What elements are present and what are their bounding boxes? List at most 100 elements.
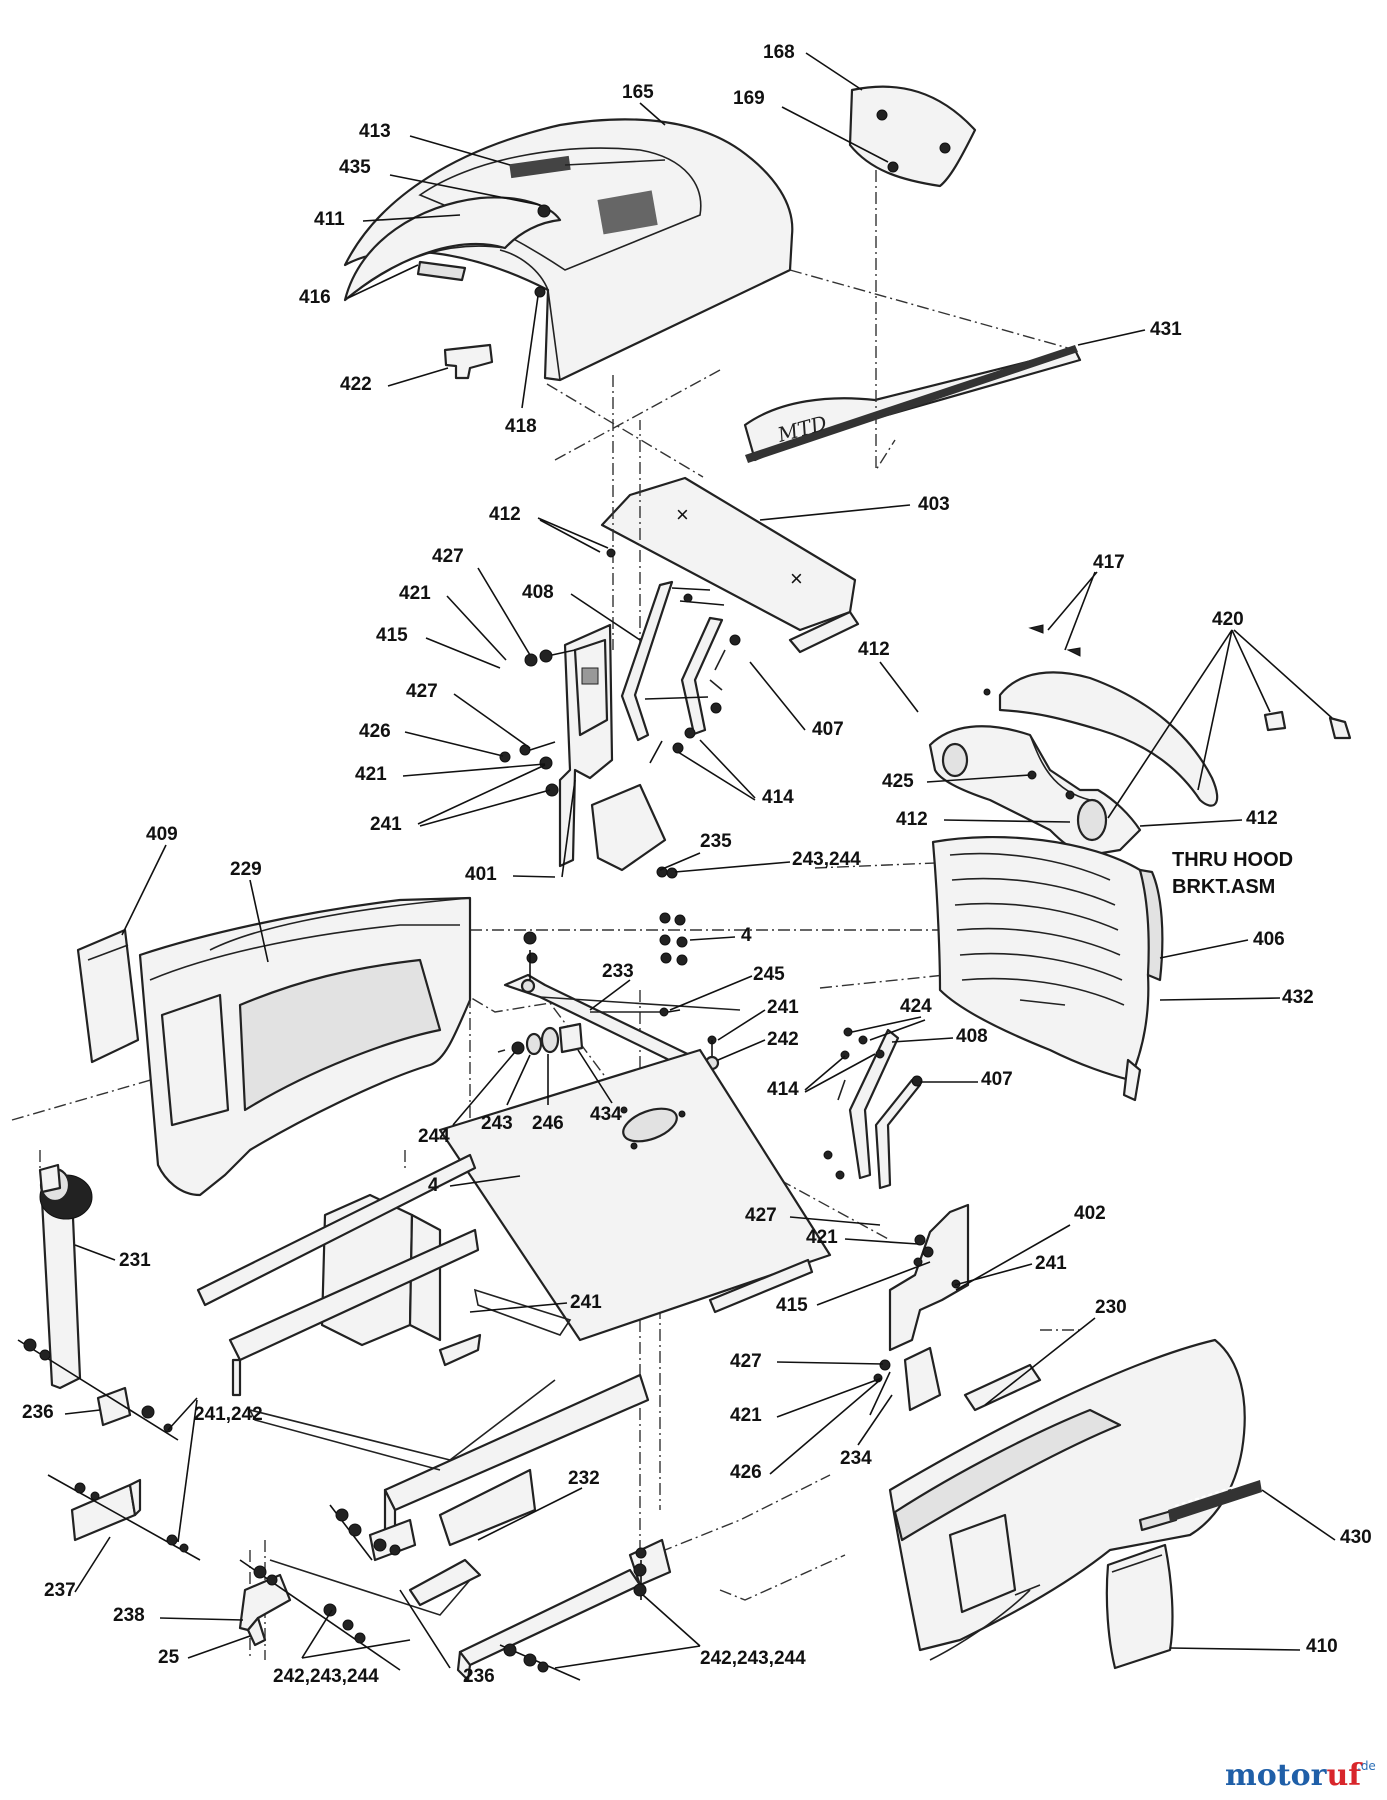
part-label-233: 233 [602, 961, 634, 982]
screw-169 [887, 161, 899, 173]
part-label-234: 234 [840, 1448, 872, 1469]
hood-165 [343, 118, 794, 382]
hardware-right [823, 1027, 923, 1180]
part-label-415a: 415 [376, 625, 408, 646]
part-label-243a: 243 [481, 1113, 513, 1134]
watermark-brand-part2: uf [1326, 1758, 1363, 1793]
part-label-241a: 241 [370, 814, 402, 835]
part-label-420: 420 [1212, 609, 1244, 630]
part-label-432: 432 [1282, 987, 1314, 1008]
part-label-25: 25 [158, 1647, 180, 1668]
part-label-242_243_244a: 242,243,244 [273, 1666, 379, 1687]
note-line-2: BRKT.ASM [1172, 876, 1275, 898]
part-label-246: 246 [532, 1113, 564, 1134]
part-label-418: 418 [505, 416, 537, 437]
watermark-logo: motoruf .de [1225, 1758, 1376, 1793]
bracket-236 [17, 1338, 179, 1441]
part-label-245: 245 [753, 964, 785, 985]
part-label-236a: 236 [22, 1402, 54, 1423]
part-label-431: 431 [1150, 319, 1182, 340]
part-label-401: 401 [465, 864, 497, 885]
part-label-427a: 427 [432, 546, 464, 567]
hood-front-411 [343, 196, 562, 302]
part-label-169: 169 [733, 88, 765, 109]
part-label-4b: 4 [428, 1175, 439, 1196]
part-label-416: 416 [299, 287, 331, 308]
strap-407-lower [837, 1078, 922, 1190]
part-label-168: 168 [763, 42, 795, 63]
part-label-242a: 242 [767, 1029, 799, 1050]
watermark-brand-part1: motor [1225, 1758, 1328, 1793]
part-label-237: 237 [44, 1580, 76, 1601]
support-402 [869, 1203, 970, 1416]
part-label-408b: 408 [956, 1026, 988, 1047]
watermark-suffix: .de [1357, 1759, 1376, 1773]
part-label-413: 413 [359, 121, 391, 142]
part-label-242_243_244b: 242,243,244 [700, 1648, 806, 1669]
bracket-422 [443, 343, 494, 380]
strap-407-upper [680, 616, 726, 736]
part-label-235: 235 [700, 831, 732, 852]
part-label-402: 402 [1074, 1203, 1106, 1224]
hardware-bottom-center [499, 1547, 647, 1681]
part-label-427b: 427 [406, 681, 438, 702]
part-label-409: 409 [146, 824, 178, 845]
strap-408-lower [848, 1028, 900, 1180]
strap-408-upper [620, 580, 674, 742]
part-label-430: 430 [1340, 1527, 1372, 1548]
part-label-424: 424 [900, 996, 932, 1017]
svg-text:×: × [676, 502, 689, 527]
part-label-403: 403 [918, 494, 950, 515]
part-label-408a: 408 [522, 582, 554, 603]
part-label-412d: 412 [1246, 808, 1278, 829]
hardware-center [523, 866, 720, 1071]
part-label-243_244a: 243,244 [792, 849, 861, 870]
bracket-237 [47, 1474, 201, 1561]
part-label-236b: 236 [463, 1666, 495, 1687]
part-label-241_242: 241,242 [194, 1404, 263, 1425]
part-label-414a: 414 [762, 787, 794, 808]
part-label-238: 238 [113, 1605, 145, 1626]
part-label-417: 417 [1093, 552, 1125, 573]
part-label-434: 434 [590, 1104, 622, 1125]
part-label-410: 410 [1306, 1636, 1338, 1657]
part-label-412a: 412 [489, 504, 521, 525]
note-thru-hood-bracket: THRU HOOD BRKT.ASM [1172, 849, 1293, 898]
part-label-426a: 426 [359, 721, 391, 742]
part-label-427d: 427 [730, 1351, 762, 1372]
screw-435 [537, 204, 551, 218]
spring-cable-245 [590, 1007, 681, 1017]
throttle-bracket-233 [503, 973, 741, 1077]
part-label-421c: 421 [806, 1227, 838, 1248]
support-401 [558, 623, 614, 868]
part-label-426b: 426 [730, 1462, 762, 1483]
part-label-4a: 4 [741, 925, 752, 946]
hardware-upper-left [499, 548, 741, 797]
part-label-414b: 414 [767, 1079, 799, 1100]
part-label-230: 230 [1095, 1297, 1127, 1318]
part-label-229: 229 [230, 859, 262, 880]
part-label-231: 231 [119, 1250, 151, 1271]
part-label-421b: 421 [355, 764, 387, 785]
cover-410 [1105, 1543, 1174, 1670]
hood-bracket-403: × × [600, 476, 860, 654]
part-label-244a: 244 [418, 1126, 450, 1147]
part-label-165: 165 [622, 82, 654, 103]
part-label-241d: 241 [570, 1292, 602, 1313]
side-panel-229 [138, 896, 472, 1197]
support-235 [590, 783, 667, 872]
frame-chassis [196, 1048, 832, 1682]
grille-406 [931, 835, 1164, 1102]
part-label-421a: 421 [399, 583, 431, 604]
part-label-425: 425 [882, 771, 914, 792]
decal-431: MTD [743, 345, 1082, 463]
leader-lines [64, 52, 1336, 1669]
part-label-407b: 407 [981, 1069, 1013, 1090]
part-label-241b: 241 [767, 997, 799, 1018]
steering-column-231 [38, 1163, 93, 1390]
svg-text:×: × [790, 566, 803, 591]
bracket-238 [238, 1504, 417, 1671]
part-label-406: 406 [1253, 929, 1285, 950]
part-label-415b: 415 [776, 1295, 808, 1316]
